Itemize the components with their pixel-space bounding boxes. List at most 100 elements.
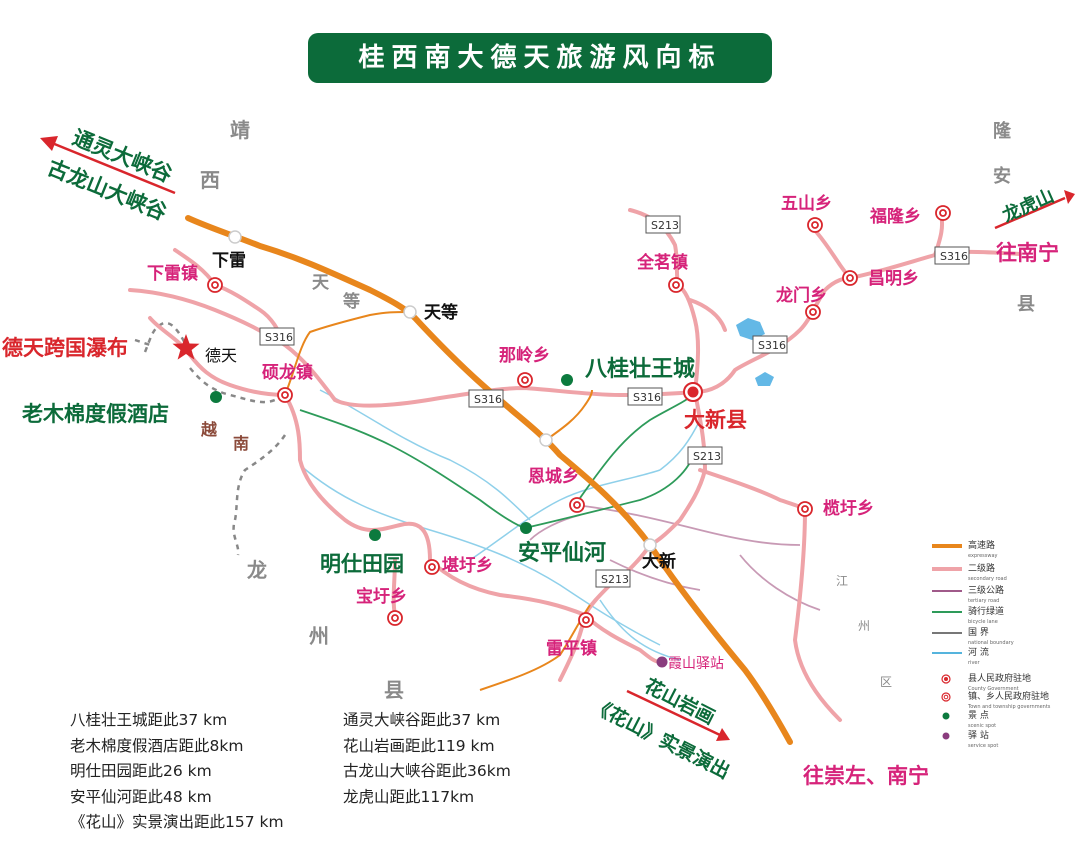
town-marker-xialei bbox=[207, 277, 223, 293]
label-mingshi: 明仕田园 bbox=[320, 552, 404, 576]
region-jiangzhou-2: 州 bbox=[858, 619, 870, 633]
region-jiangzhou-1: 江 bbox=[836, 574, 848, 588]
river bbox=[319, 389, 531, 521]
direction-southeast: 花山岩画 《花山》实景演出 bbox=[588, 674, 734, 784]
svg-text:二级路: 二级路 bbox=[968, 562, 995, 574]
svg-text:河 流: 河 流 bbox=[968, 646, 989, 658]
distance-item: 八桂壮王城距此37 km bbox=[70, 711, 228, 729]
svg-text:县人民政府驻地: 县人民政府驻地 bbox=[968, 672, 1031, 684]
region-longan-3: 县 bbox=[1017, 294, 1035, 315]
label-shuolong: 硕龙镇 bbox=[262, 362, 313, 383]
label-detian: 德天 bbox=[205, 346, 237, 365]
scenic-dot-anping bbox=[520, 522, 532, 534]
distance-item: 花山岩画距此119 km bbox=[343, 736, 495, 755]
orange-branch-road bbox=[284, 311, 593, 691]
svg-text:national boundary: national boundary bbox=[968, 640, 1014, 646]
legend-county: 县人民政府驻地 County Government bbox=[941, 672, 1031, 692]
svg-text:高速路: 高速路 bbox=[968, 539, 995, 551]
svg-text:景 点: 景 点 bbox=[968, 710, 989, 721]
label-wushan: 五山乡 bbox=[781, 194, 832, 214]
river bbox=[599, 599, 681, 661]
distance-list-left: 八桂壮王城距此37 km 老木棉度假酒店距此8km 明仕田园距此26 km 安平… bbox=[70, 708, 284, 836]
interchanges bbox=[228, 230, 657, 552]
svg-text:S213: S213 bbox=[601, 573, 629, 586]
label-quanming: 全茗镇 bbox=[636, 252, 688, 273]
label-baoyu: 宝圩乡 bbox=[356, 586, 407, 607]
town-marker-baoyu bbox=[387, 610, 403, 626]
label-to-chongzuo: 往崇左、南宁 bbox=[803, 764, 929, 788]
rivers bbox=[299, 389, 701, 661]
svg-text:bicycle lane: bicycle lane bbox=[968, 619, 998, 625]
bicycle-lanes bbox=[299, 391, 696, 529]
town-marker-kanyu bbox=[424, 559, 440, 575]
label-laomumian: 老木棉度假酒店 bbox=[22, 402, 169, 426]
town-marker-changming bbox=[842, 270, 858, 286]
label-naling: 那岭乡 bbox=[499, 345, 550, 366]
svg-text:驿 站: 驿 站 bbox=[968, 729, 989, 741]
region-tiandeng-2: 等 bbox=[343, 291, 360, 312]
legend-tertiary: 三级公路 tertiary road bbox=[932, 584, 1004, 604]
scenic-dots bbox=[210, 374, 573, 541]
region-jiangzhou-3: 区 bbox=[880, 675, 892, 689]
road-shields: S316 S316 S316 S316 S316 S213 S213 S213 bbox=[259, 215, 970, 588]
label-to-nanning: 往南宁 bbox=[996, 241, 1059, 265]
distance-list-right: 通灵大峡谷距此37 km 花山岩画距此119 km 古龙山大峡谷距此36km 龙… bbox=[343, 708, 511, 810]
label-daxin-county: 大新县 bbox=[684, 408, 747, 432]
label-huashan-rock: 花山岩画 bbox=[641, 674, 719, 729]
label-xialei: 下雷 bbox=[212, 251, 246, 271]
region-tiandeng-1: 天 bbox=[312, 273, 330, 293]
label-encheng: 恩城乡 bbox=[528, 467, 579, 487]
label-longmen: 龙门乡 bbox=[775, 285, 827, 306]
town-marker-longmen bbox=[805, 304, 821, 320]
vietnam-label: 越 南 bbox=[200, 420, 249, 453]
scenic-dot-laomumian bbox=[210, 391, 222, 403]
expressway bbox=[185, 215, 793, 745]
town-marker-leiping bbox=[578, 612, 594, 628]
svg-text:S316: S316 bbox=[758, 339, 786, 352]
distance-item: 龙虎山距此117km bbox=[343, 787, 475, 806]
legend-boundary: 国 界 national boundary bbox=[932, 627, 1014, 646]
shield-s213-1: S213 bbox=[645, 215, 681, 234]
tertiary-roads bbox=[529, 504, 821, 611]
svg-text:S316: S316 bbox=[940, 250, 968, 263]
region-jingxi-1: 靖 bbox=[230, 118, 250, 142]
lake bbox=[755, 372, 774, 386]
shield-s316-2: S316 bbox=[468, 389, 504, 408]
region-longzhou-3: 县 bbox=[384, 678, 404, 702]
label-longhushan: 龙虎山 bbox=[999, 185, 1057, 227]
label-anping: 安平仙河 bbox=[518, 540, 606, 566]
shield-s316-3: S316 bbox=[627, 387, 663, 406]
svg-text:S316: S316 bbox=[633, 391, 661, 404]
service-dot-xiashan bbox=[656, 656, 668, 668]
town-markers bbox=[207, 205, 951, 628]
shield-s316-4: S316 bbox=[752, 335, 788, 354]
title-banner: 桂西南大德天旅游风向标 bbox=[308, 33, 772, 83]
svg-text:County Government: County Government bbox=[968, 686, 1019, 692]
distance-item: 安平仙河距此48 km bbox=[70, 787, 212, 806]
svg-text:scenic spot: scenic spot bbox=[968, 723, 996, 729]
svg-text:S213: S213 bbox=[693, 450, 721, 463]
town-marker-wushan bbox=[807, 217, 823, 233]
shield-s213-2: S213 bbox=[687, 446, 723, 465]
legend-service: 驿 站 service spot bbox=[942, 729, 998, 749]
label-changming: 昌明乡 bbox=[868, 269, 919, 289]
svg-text:S213: S213 bbox=[651, 219, 679, 232]
svg-text:骑行绿道: 骑行绿道 bbox=[968, 605, 1004, 617]
svg-text:S316: S316 bbox=[474, 393, 502, 406]
svg-text:expressway: expressway bbox=[968, 553, 998, 559]
label-xiashan: 霞山驿站 bbox=[668, 656, 724, 672]
svg-text:国 界: 国 界 bbox=[968, 627, 989, 638]
direction-northwest: 通灵大峡谷 古龙山大峡谷 bbox=[40, 125, 176, 225]
shield-s316-5: S316 bbox=[934, 246, 970, 265]
legend-bicycle: 骑行绿道 bicycle lane bbox=[932, 605, 1004, 625]
label-xialei-town: 下雷镇 bbox=[147, 263, 198, 284]
region-yuenan-1: 越 bbox=[200, 420, 218, 439]
region-yuenan-2: 南 bbox=[233, 434, 249, 453]
legend-river: 河 流 river bbox=[932, 646, 989, 666]
star-icon bbox=[172, 334, 200, 360]
town-marker-encheng bbox=[569, 497, 585, 513]
label-leiping: 雷平镇 bbox=[546, 638, 597, 659]
town-marker-lanyu bbox=[797, 501, 813, 517]
town-marker-fulong bbox=[935, 205, 951, 221]
